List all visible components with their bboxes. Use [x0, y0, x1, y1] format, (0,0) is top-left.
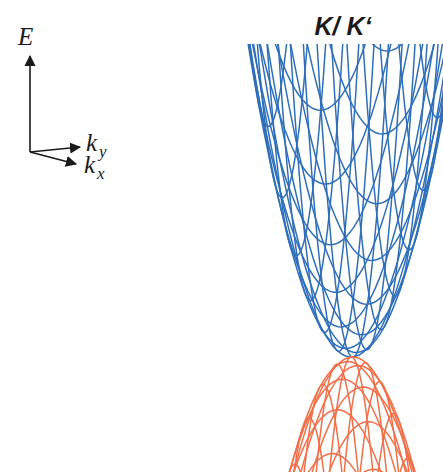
axis-label: k: [84, 152, 95, 177]
axis-label: E: [18, 24, 33, 49]
energy-axis: [29, 56, 31, 152]
axis-subscript: x: [97, 165, 105, 182]
ky-axis: [30, 147, 80, 152]
mesh-line: [381, 44, 443, 190]
mesh-line: [269, 44, 351, 301]
mesh-line: [250, 387, 443, 472]
mesh-line: [270, 44, 443, 134]
mesh-line: [265, 44, 443, 204]
axis-subscript: y: [99, 143, 107, 160]
valence-band: [198, 357, 443, 472]
mesh-line: [260, 469, 443, 472]
mesh-line: [244, 44, 443, 352]
mesh-line: [244, 366, 443, 472]
mesh-line: [234, 44, 443, 348]
mesh-line: [260, 44, 443, 261]
conduction-band: [198, 44, 443, 357]
mesh-line: [255, 44, 443, 304]
kx-axis: [30, 152, 76, 164]
axes: [30, 56, 80, 164]
mesh-line: [239, 44, 443, 357]
mesh-line: [255, 422, 443, 472]
mesh-line: [275, 44, 443, 51]
valley-title: K/ K‘: [315, 14, 372, 39]
